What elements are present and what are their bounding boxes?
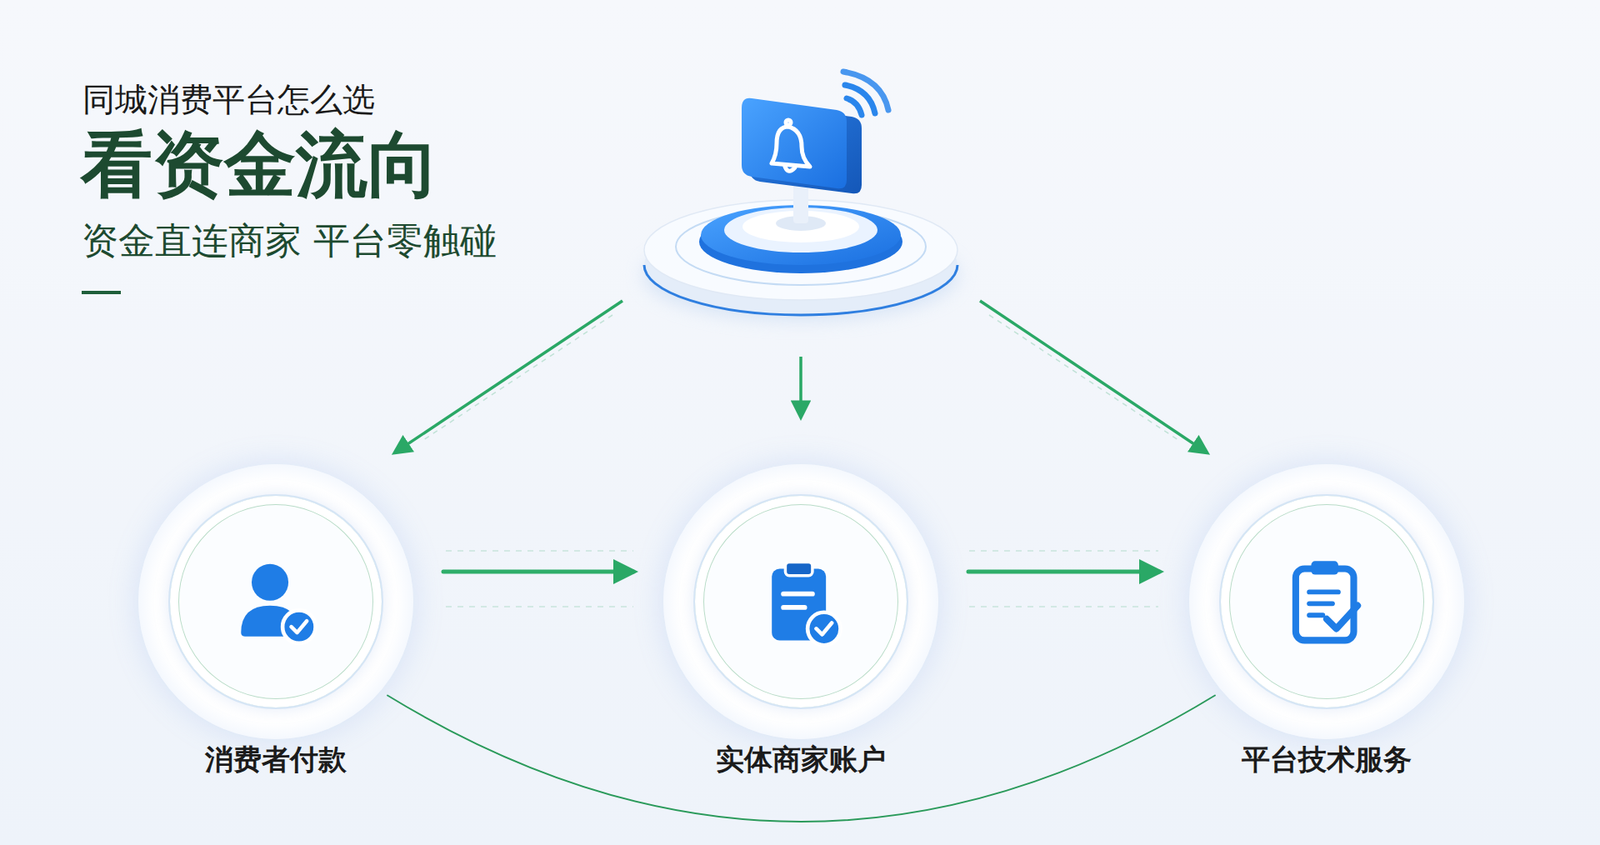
node-label: 消费者付款 (205, 740, 347, 780)
heading-dash (81, 290, 121, 295)
flow-circle: 平台技术服务 (1189, 464, 1465, 740)
person-icon (227, 553, 325, 650)
clipboard-list-icon (1278, 553, 1375, 650)
circle-ring (168, 494, 384, 710)
flow-circle: 消费者付款 (138, 464, 414, 740)
flow-connector (968, 570, 1160, 575)
kicker-text: 同城消费平台怎么选 (82, 81, 375, 120)
clipboard-check-icon (752, 553, 850, 650)
subheading: 资金直连商家 平台零触碰 (81, 220, 497, 263)
device-arrows (395, 300, 1207, 453)
flow-circle: 实体商家账户 (663, 464, 939, 740)
flow-connector (443, 570, 634, 575)
main-heading: 看资金流向 (80, 123, 440, 206)
node-label: 平台技术服务 (1241, 740, 1412, 780)
device-illustration (642, 71, 960, 322)
node-label: 实体商家账户 (715, 740, 886, 780)
